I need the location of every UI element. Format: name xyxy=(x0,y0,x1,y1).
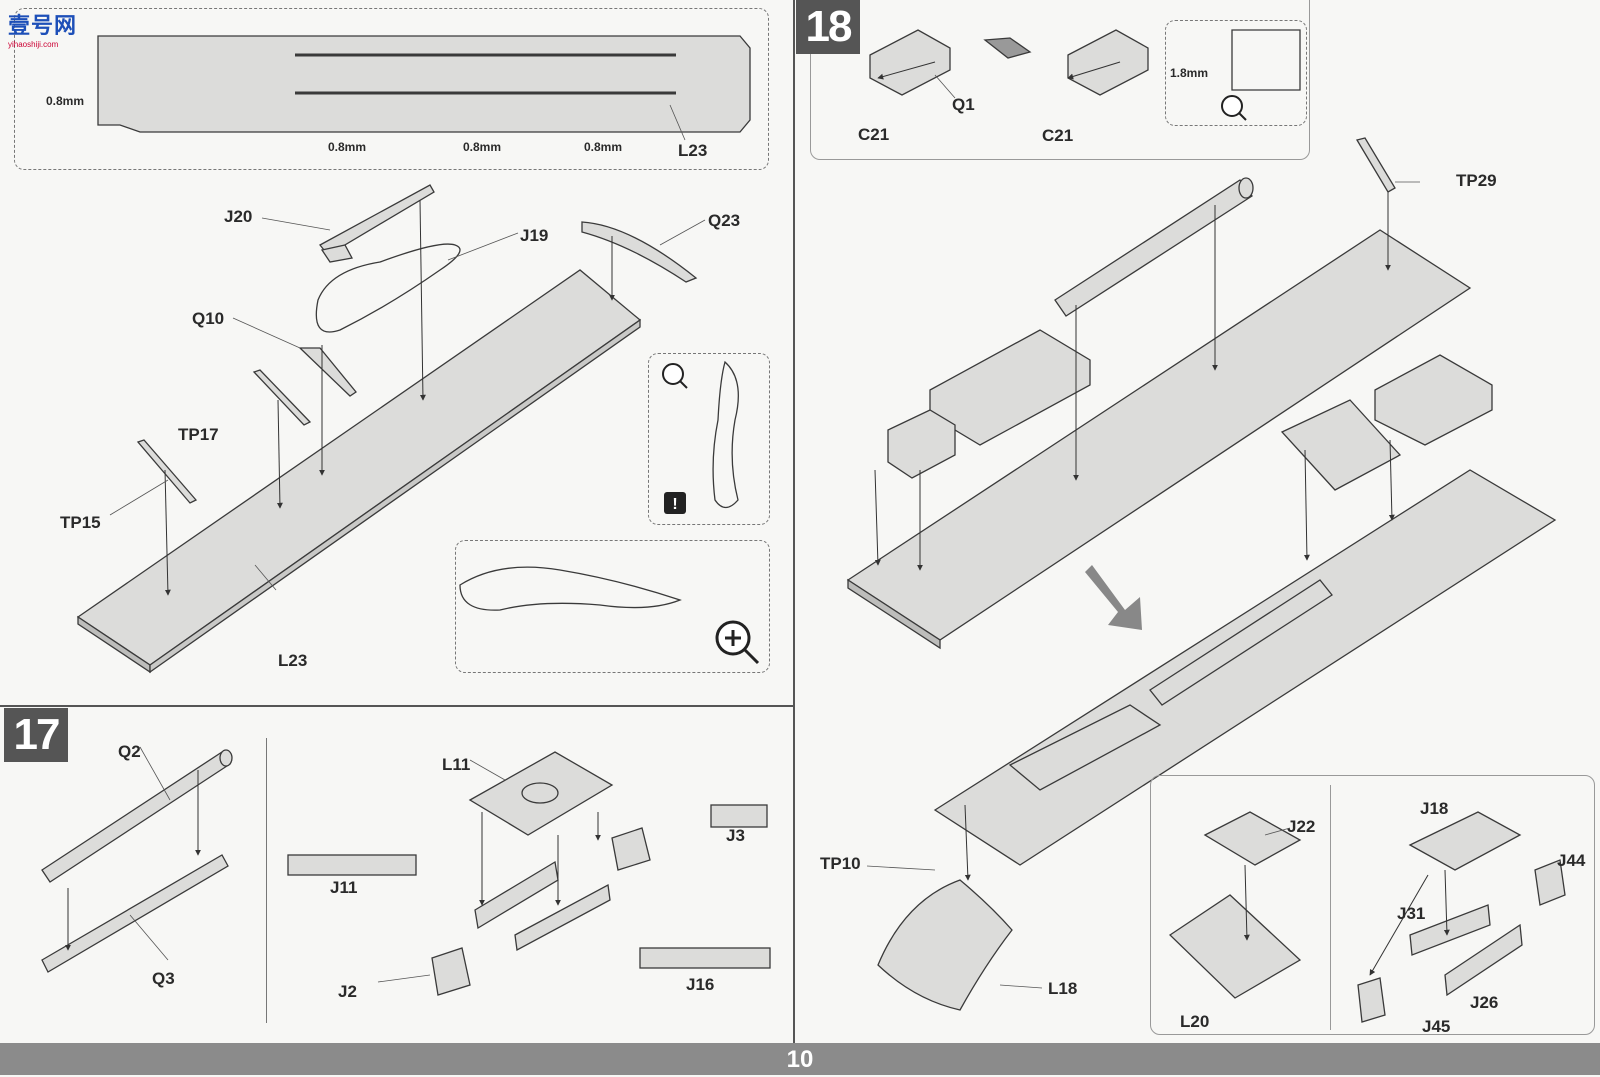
part-label-j11: J11 xyxy=(330,878,358,897)
part-label-l11: L11 xyxy=(442,755,471,774)
horizontal-divider xyxy=(0,705,793,707)
page-number: 10 xyxy=(786,1046,814,1073)
part-label-q3: Q3 xyxy=(152,969,175,988)
part-label-c21-right: C21 xyxy=(1042,126,1074,145)
step16-zoom-box-right xyxy=(648,353,770,525)
step18-hole-detail-box xyxy=(1165,20,1307,126)
step18-bottom-callout xyxy=(1150,775,1595,1035)
step18-top-callout xyxy=(810,0,1310,160)
part-label-tp15: TP15 xyxy=(60,513,101,532)
step-18-badge: 18 xyxy=(796,0,860,54)
step17-inner-divider xyxy=(266,738,267,1023)
part-label-j31: J31 xyxy=(1397,904,1426,923)
detail-measure-2: 0.8mm xyxy=(463,140,502,154)
hole-size-label: 1.8mm xyxy=(1170,66,1209,80)
part-label-q2: Q2 xyxy=(118,742,141,761)
part-label-tp10: TP10 xyxy=(820,854,861,873)
part-label-tp29: TP29 xyxy=(1456,171,1497,190)
svg-text:!: ! xyxy=(672,496,677,513)
part-label-q10: Q10 xyxy=(192,309,225,328)
part-label-q23: Q23 xyxy=(708,211,741,230)
part-label-q1: Q1 xyxy=(952,95,975,114)
page-footer: 10 xyxy=(0,1043,1600,1075)
part-label-j18: J18 xyxy=(1420,799,1449,818)
detail-measure-3: 0.8mm xyxy=(584,140,623,154)
part-label-tp17: TP17 xyxy=(178,425,219,444)
part-label-l20: L20 xyxy=(1180,1012,1210,1031)
vertical-divider xyxy=(793,0,795,1043)
inset-divider xyxy=(1330,785,1331,1030)
detail-measure-1: 0.8mm xyxy=(328,140,367,154)
part-label-j2: J2 xyxy=(338,982,357,1001)
step16-detail-box xyxy=(14,8,769,170)
part-label-l23: L23 xyxy=(278,651,308,670)
part-label-j20: J20 xyxy=(224,207,253,226)
detail-plate xyxy=(97,35,751,133)
detail-part-l23: L23 xyxy=(678,141,708,160)
part-label-j26: J26 xyxy=(1470,993,1499,1012)
watermark-sub: yihaoshiji.com xyxy=(8,40,59,49)
part-label-c21-left: C21 xyxy=(858,125,890,144)
part-label-j44: J44 xyxy=(1557,851,1586,870)
part-label-l18: L18 xyxy=(1048,979,1078,998)
detail-measure-0: 0.8mm xyxy=(46,94,85,108)
step16-zoom-box-bottom xyxy=(455,540,770,673)
site-watermark: 壹号网 yihaoshiji.com xyxy=(8,8,77,49)
part-label-j45: J45 xyxy=(1422,1017,1451,1036)
part-label-j3: J3 xyxy=(726,826,745,845)
watermark-brand: 壹号网 xyxy=(8,13,78,38)
step-17-badge: 17 xyxy=(4,708,68,762)
part-label-j16: J16 xyxy=(686,975,715,994)
part-label-j22: J22 xyxy=(1287,817,1316,836)
part-label-j19: J19 xyxy=(520,226,549,245)
